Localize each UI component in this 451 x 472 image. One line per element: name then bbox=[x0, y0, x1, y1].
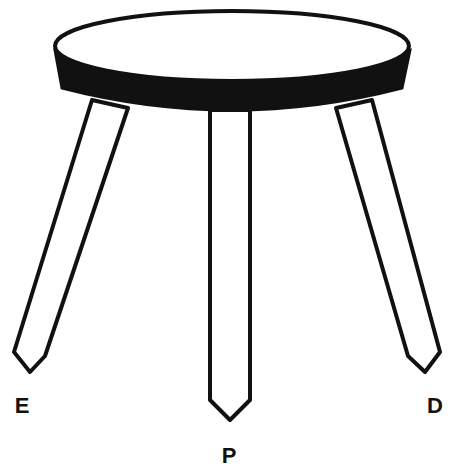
stool-leg bbox=[210, 110, 250, 420]
stool-leg bbox=[336, 100, 440, 372]
leg-label: P bbox=[222, 445, 237, 467]
stool-leg bbox=[14, 100, 128, 372]
seat-top bbox=[55, 11, 409, 81]
leg-label: E bbox=[15, 395, 30, 417]
leg-label: D bbox=[427, 395, 443, 417]
